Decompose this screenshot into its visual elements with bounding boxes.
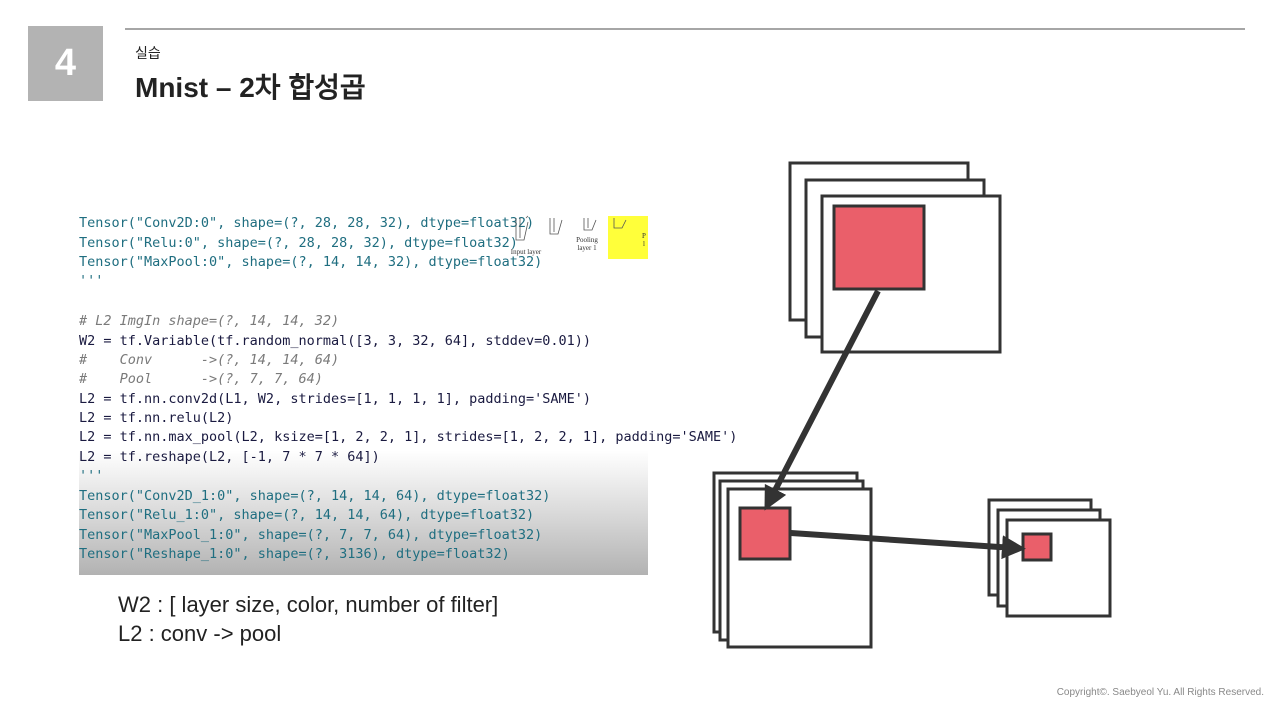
- caption-l2: L2 : conv -> pool: [118, 621, 282, 646]
- slide-subtitle: 실습: [135, 45, 161, 61]
- pool-arrow: [790, 530, 1026, 560]
- thumbnail-label-input: Input layer: [510, 248, 542, 256]
- code-line-w2: W2 = tf.Variable(tf.random_normal([3, 3,…: [79, 333, 592, 349]
- input-region-highlight: [832, 204, 926, 291]
- thumbnail-highlight: [608, 216, 648, 259]
- caption-w2: W2 : [ layer size, color, number of filt…: [118, 592, 499, 617]
- slide-number: 4: [54, 42, 77, 84]
- code-comment-line: # Conv ->(?, 14, 14, 64): [79, 352, 340, 368]
- code-screenshot: Tensor("Conv2D:0", shape=(?, 28, 28, 32)…: [79, 208, 737, 575]
- pool-output-highlight: [1021, 532, 1053, 562]
- code-output-line: Tensor("Conv2D_1:0", shape=(?, 14, 14, 6…: [79, 488, 551, 504]
- header-divider: [125, 28, 1245, 30]
- code-line-pool: L2 = tf.nn.max_pool(L2, ksize=[1, 2, 2, …: [79, 429, 738, 445]
- thumbnail-label-pooling-1: Pooling: [576, 236, 598, 244]
- code-output-line: Tensor("Conv2D:0", shape=(?, 28, 28, 32)…: [79, 215, 535, 231]
- cnn-thumbnail-image: [515, 215, 627, 241]
- code-output-line: Tensor("MaxPool:0", shape=(?, 14, 14, 32…: [79, 254, 543, 270]
- thumbnail-label-cut-2: l: [643, 240, 645, 248]
- code-line-relu: L2 = tf.nn.relu(L2): [79, 410, 234, 426]
- thumbnail-label-cut-1: P: [642, 232, 646, 240]
- slide-number-badge: 4: [28, 26, 103, 101]
- slide-title: Mnist – 2차 합성곱: [135, 72, 366, 103]
- copyright-footer: Copyright©. Saebyeol Yu. All Rights Rese…: [1056, 687, 1264, 698]
- conv-arrow: [764, 289, 881, 511]
- conv-output-highlight: [738, 506, 792, 561]
- thumbnail-label-cut: P l: [640, 232, 648, 248]
- code-output-line: Tensor("MaxPool_1:0", shape=(?, 7, 7, 64…: [79, 527, 543, 543]
- code-output-line: Tensor("Relu_1:0", shape=(?, 14, 14, 64)…: [79, 507, 535, 523]
- code-output-line: ''': [79, 468, 104, 484]
- code-line-conv: L2 = tf.nn.conv2d(L1, W2, strides=[1, 1,…: [79, 391, 592, 407]
- thumbnail-label-pooling-2: layer 1: [577, 244, 597, 252]
- code-output-line: Tensor("Relu:0", shape=(?, 28, 28, 32), …: [79, 235, 518, 251]
- code-comment-line: # Pool ->(?, 7, 7, 64): [79, 371, 323, 387]
- code-comment-line: # L2 ImgIn shape=(?, 14, 14, 32): [79, 313, 340, 329]
- thumbnail-label-pooling: Pooling layer 1: [572, 236, 602, 252]
- code-line-reshape: L2 = tf.reshape(L2, [-1, 7 * 7 * 64]): [79, 449, 380, 465]
- code-output-line: Tensor("Reshape_1:0", shape=(?, 3136), d…: [79, 546, 510, 562]
- code-output-line: ''': [79, 273, 104, 289]
